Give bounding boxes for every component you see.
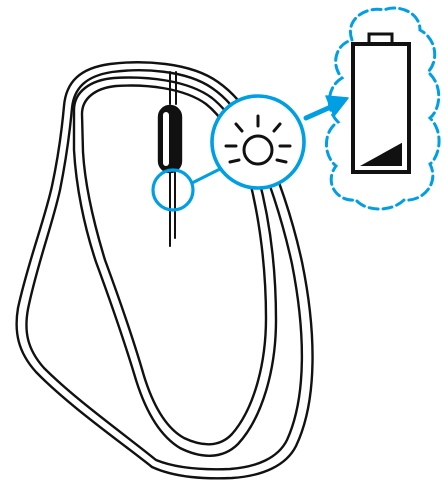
led-indicator-icon	[224, 114, 292, 166]
mouse-outer-outline	[15, 61, 314, 480]
led-ray-top-right	[272, 122, 282, 133]
led-ray-bottom-right	[275, 158, 288, 164]
battery-callout	[325, 6, 441, 211]
battery-icon	[351, 32, 411, 174]
led-callout	[151, 94, 349, 212]
mouse-inner-outline	[25, 69, 304, 471]
led-location-circle	[151, 168, 195, 212]
led-to-battery-arrow-shaft	[303, 103, 336, 121]
led-zoom-circle	[210, 94, 306, 190]
led-connector-line	[190, 166, 224, 185]
battery-charge-level	[360, 142, 402, 166]
led-ray-top-left	[234, 122, 244, 133]
battery-dashed-cloud	[325, 6, 441, 211]
mouse-top-shell	[72, 76, 278, 457]
mouse-top-shell-inner	[80, 84, 268, 446]
scroll-wheel	[157, 104, 183, 174]
scroll-wheel-highlight	[163, 112, 169, 166]
led-ray-bottom-left	[228, 158, 241, 164]
led-bulb	[242, 134, 274, 166]
battery-body	[351, 42, 411, 174]
